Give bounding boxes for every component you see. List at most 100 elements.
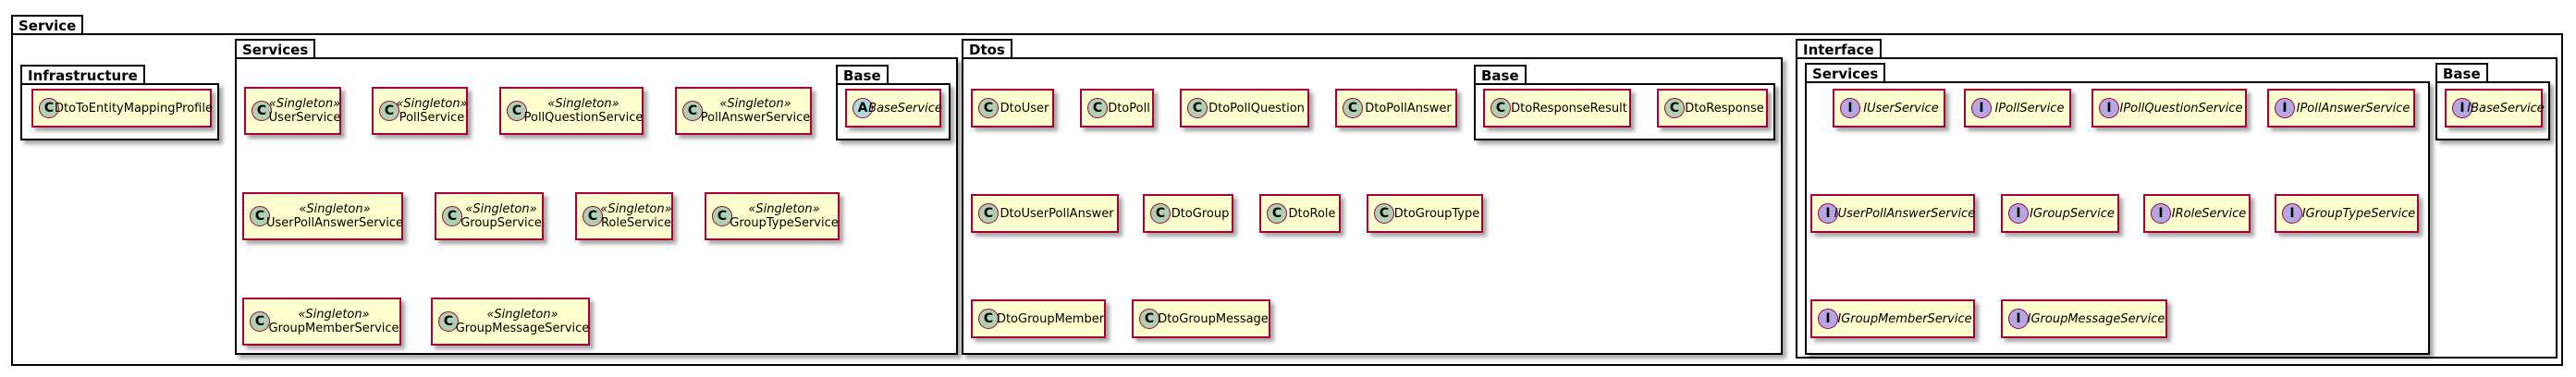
interface-icon: I xyxy=(2275,98,2295,118)
interface-i-role-service[interactable]: I IRoleService xyxy=(2143,194,2251,233)
class-dto-role[interactable]: C DtoRole xyxy=(1259,194,1341,233)
interface-i-group-type-service[interactable]: I IGroupTypeService xyxy=(2275,194,2419,233)
class-poll-answer-service[interactable]: C «Singleton»PollAnswerService xyxy=(675,87,812,135)
class-name: DtoGroupMember xyxy=(996,311,1105,326)
class-dto-group-type[interactable]: C DtoGroupType xyxy=(1367,194,1483,233)
class-dto-poll[interactable]: C DtoPoll xyxy=(1080,89,1154,128)
interface-name: IUserPollAnswerService xyxy=(1834,206,1976,221)
interface-icon: I xyxy=(2452,98,2472,118)
class-icon: C xyxy=(1374,203,1394,224)
class-poll-question-service[interactable]: C «Singleton»PollQuestionService xyxy=(499,87,644,135)
class-icon: C xyxy=(1490,98,1511,118)
class-name: DtoUserPollAnswer xyxy=(1000,206,1114,221)
class-group-message-service[interactable]: C «Singleton»GroupMessageService xyxy=(431,298,590,346)
class-name: PollAnswerService xyxy=(700,111,811,125)
interface-icon: I xyxy=(2282,203,2302,224)
class-name: DtoToEntityMappingProfile xyxy=(55,101,213,116)
class-icon: C xyxy=(712,206,732,226)
interface-icon: I xyxy=(1840,98,1860,118)
package-dtos-label: Dtos xyxy=(962,39,1012,58)
class-icon: C xyxy=(978,309,999,329)
interface-name: IPollAnswerService xyxy=(2296,101,2410,116)
stereotype-singleton: «Singleton» xyxy=(719,97,791,111)
stereotype-singleton: «Singleton» xyxy=(268,97,341,111)
class-name: DtoResponseResult xyxy=(1511,101,1627,116)
stereotype-singleton: «Singleton» xyxy=(547,97,619,111)
class-dto-poll-answer[interactable]: C DtoPollAnswer xyxy=(1335,89,1457,128)
class-icon: C xyxy=(682,101,703,121)
class-name: DtoPollAnswer xyxy=(1365,101,1452,116)
class-group-member-service[interactable]: C «Singleton»GroupMemberService xyxy=(242,298,401,346)
interface-icon: I xyxy=(2008,309,2029,329)
class-name: DtoUser xyxy=(1000,101,1049,116)
interface-i-poll-answer-service[interactable]: I IPollAnswerService xyxy=(2267,89,2415,128)
class-group-type-service[interactable]: C «Singleton»GroupTypeService xyxy=(705,192,840,240)
class-name: DtoPollQuestion xyxy=(1208,101,1305,116)
class-name: DtoPoll xyxy=(1108,101,1150,116)
class-dto-mapping-profile[interactable]: C DtoToEntityMappingProfile xyxy=(31,89,213,128)
stereotype-singleton: «Singleton» xyxy=(600,202,672,216)
class-name: RoleService xyxy=(600,216,672,230)
package-service-label: Service xyxy=(11,15,84,34)
class-icon: C xyxy=(1139,309,1159,329)
interface-name: IPollService xyxy=(1994,101,2065,116)
interface-i-poll-question-service[interactable]: I IPollQuestionService xyxy=(2091,89,2247,128)
class-icon: C xyxy=(1150,203,1171,224)
stereotype-singleton: «Singleton» xyxy=(299,202,371,216)
package-services-base-label: Base xyxy=(836,65,889,84)
package-interface-label: Interface xyxy=(1796,39,1882,58)
class-dto-group[interactable]: C DtoGroup xyxy=(1143,194,1233,233)
interface-name: IGroupTypeService xyxy=(2301,206,2416,221)
interface-i-user-service[interactable]: I IUserService xyxy=(1833,89,1945,128)
class-base-service[interactable]: A BaseService xyxy=(845,89,942,128)
stereotype-singleton: «Singleton» xyxy=(465,202,537,216)
class-name: DtoGroupType xyxy=(1393,206,1480,221)
interface-i-group-member-service[interactable]: I IGroupMemberService xyxy=(1810,299,1975,338)
class-role-service[interactable]: C «Singleton»RoleService xyxy=(575,192,673,240)
class-dto-group-member[interactable]: C DtoGroupMember xyxy=(971,299,1106,338)
package-interface-services-label: Services xyxy=(1805,63,1886,82)
class-poll-service[interactable]: C «Singleton»PollService xyxy=(372,87,468,135)
class-dto-user[interactable]: C DtoUser xyxy=(971,89,1054,128)
interface-icon: I xyxy=(1818,203,1838,224)
stereotype-singleton: «Singleton» xyxy=(396,97,468,111)
interface-i-poll-service[interactable]: I IPollService xyxy=(1964,89,2071,128)
class-icon: C xyxy=(1343,98,1363,118)
class-dto-user-poll-answer[interactable]: C DtoUserPollAnswer xyxy=(971,194,1119,233)
interface-name: IGroupMemberService xyxy=(1837,311,1972,326)
interface-name: IBaseService xyxy=(2467,101,2545,116)
abstract-icon: A xyxy=(853,98,873,118)
interface-name: IGroupMessageService xyxy=(2027,311,2165,326)
class-icon: C xyxy=(507,101,527,121)
stereotype-singleton: «Singleton» xyxy=(486,308,558,322)
interface-i-base-service[interactable]: I IBaseService xyxy=(2445,89,2545,128)
class-icon: C xyxy=(250,311,270,332)
interface-i-group-service[interactable]: I IGroupService xyxy=(2001,194,2119,233)
class-name: DtoRole xyxy=(1288,206,1336,221)
stereotype-singleton: «Singleton» xyxy=(298,308,370,322)
class-group-service[interactable]: C «Singleton»GroupService xyxy=(435,192,544,240)
class-icon: C xyxy=(1267,203,1287,224)
interface-name: IPollQuestionService xyxy=(2119,101,2243,116)
interface-name: IUserService xyxy=(1863,101,1939,116)
interface-icon: I xyxy=(2099,98,2119,118)
class-dto-response-result[interactable]: C DtoResponseResult xyxy=(1483,89,1631,128)
interface-icon: I xyxy=(1818,309,1838,329)
class-icon: C xyxy=(583,206,603,226)
interface-name: IRoleService xyxy=(2171,206,2247,221)
class-dto-poll-question[interactable]: C DtoPollQuestion xyxy=(1180,89,1309,128)
interface-i-user-poll-answer-service[interactable]: I IUserPollAnswerService xyxy=(1810,194,1975,233)
package-infrastructure-label: Infrastructure xyxy=(20,65,145,84)
class-dto-group-message[interactable]: C DtoGroupMessage xyxy=(1132,299,1270,338)
class-icon: C xyxy=(39,98,59,118)
class-name: UserService xyxy=(268,111,341,125)
class-user-service[interactable]: C «Singleton»UserService xyxy=(244,87,341,135)
class-name: GroupMemberService xyxy=(268,322,399,335)
class-icon: C xyxy=(978,203,999,224)
class-dto-response[interactable]: C DtoResponse xyxy=(1657,89,1768,128)
interface-i-group-message-service[interactable]: I IGroupMessageService xyxy=(2001,299,2167,338)
class-name: PollService xyxy=(399,111,465,125)
class-user-poll-answer-service[interactable]: C «Singleton»UserPollAnswerService xyxy=(242,192,403,240)
package-dtos-base-label: Base xyxy=(1474,65,1527,84)
